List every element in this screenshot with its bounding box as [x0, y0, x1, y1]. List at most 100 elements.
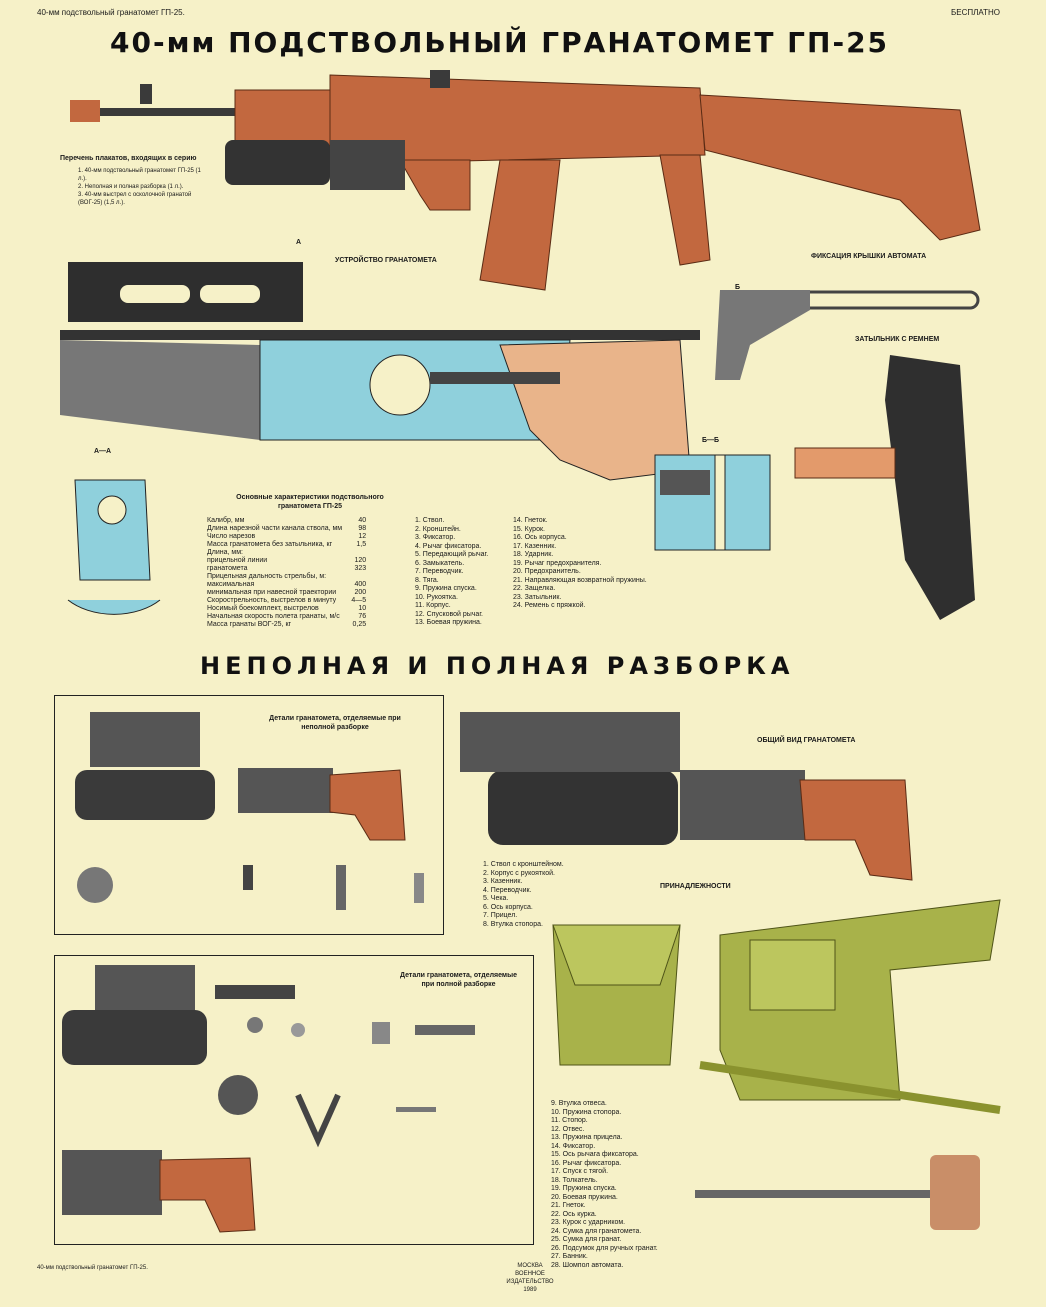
specs-heading: Основные характеристики подствольного гр… [236, 494, 384, 510]
top-left-caption: 40-мм подствольный гранатомет ГП-25. [37, 8, 185, 17]
legend-item: 21. Направляющая возвратной пружины. [513, 576, 647, 584]
legend-item: 19. Рычаг предохранителя. [513, 559, 602, 567]
specs-value: 400 [354, 581, 367, 588]
specs-value: 98 [358, 525, 367, 532]
legend-item: 10. Рукоятка. [415, 593, 458, 601]
legend-item: 15. Курок. [513, 525, 545, 533]
legend-item: 1. Ствол с кронштейном. [483, 861, 564, 868]
rifle-illustration [70, 70, 981, 291]
legend-item: 8. Втулка стопора. [483, 920, 543, 928]
parts-legend-a: 1. Ствол.2. Кронштейн.3. Фиксатор.4. Рыч… [415, 517, 488, 628]
legend-item: 19. Пружина спуска. [551, 1185, 617, 1192]
legend-item: 22. Защелка. [513, 585, 556, 592]
legend-item: 4. Переводчик. [483, 886, 532, 894]
specs-label: Длина нарезной части канала ствола, мм [207, 525, 343, 532]
series-item: 3. 40-мм выстрел с осколочной гранатой (… [78, 192, 192, 206]
disassembly-title: НЕПОЛНАЯ И ПОЛНАЯ РАЗБОРКА [200, 652, 795, 680]
legend-item: 14. Фиксатор. [551, 1142, 596, 1150]
legend-item: 4. Рычаг фиксатора. [415, 542, 482, 550]
legend-item: 16. Рычаг фиксатора. [551, 1159, 622, 1167]
legend-item: 16. Ось корпуса. [513, 534, 567, 541]
footer-city: МОСКВА [517, 1263, 543, 1269]
legend-item: 7. Переводчик. [415, 568, 464, 575]
series-item: 1. 40-мм подствольный гранатомет ГП-25 (… [78, 168, 201, 182]
specs-label: Начальная скорость полета гранаты, м/с [207, 613, 340, 620]
legend-item: 8. Тяга. [415, 576, 439, 584]
specs-label: Масса гранатомета без затыльника, кг [207, 541, 333, 548]
page-title: 40-мм ПОДСТВОЛЬНЫЙ ГРАНАТОМЕТ ГП-25 [110, 26, 890, 59]
legend-item: 20. Предохранитель. [513, 568, 581, 575]
specs-value: 1,5 [356, 541, 367, 548]
legend-item: 22. Ось курка. [551, 1210, 597, 1218]
legend-item: 11. Корпус. [415, 602, 451, 609]
general-legend: 1. Ствол с кронштейном.2. Корпус с рукоя… [483, 861, 564, 929]
legend-item: 17. Спуск с тягой. [551, 1168, 609, 1175]
legend-item: 5. Передающий рычаг. [415, 551, 489, 558]
legend-item: 10. Пружина стопора. [551, 1108, 622, 1116]
legend-item: 3. Казенник. [483, 878, 523, 885]
legend-item: 18. Ударник. [513, 551, 554, 558]
legend-item: 2. Корпус с рукояткой. [483, 869, 555, 877]
general-view-heading: ОБЩИЙ ВИД ГРАНАТОМЕТА [757, 737, 856, 744]
legend-item: 28. Шомпол автомата. [551, 1261, 624, 1269]
legend-item: 1. Ствол. [415, 517, 445, 524]
footer-center: МОСКВА ВОЕННОЕ ИЗДАТЕЛЬСТВО 1989 [500, 1262, 560, 1294]
legend-item: 23. Затыльник. [513, 593, 562, 601]
specs-label: прицельной линии [207, 557, 268, 564]
specs-row: Начальная скорость полета гранаты, м/с 76 [205, 613, 368, 621]
legend-item: 2. Кронштейн. [415, 525, 461, 533]
section-bb-label: Б—Б [702, 437, 720, 444]
legend-item: 27. Банник. [551, 1253, 588, 1260]
legend-item: 6. Замыкатель. [415, 559, 465, 567]
specs-value: 40 [358, 517, 367, 524]
lid-fix-heading: ФИКСАЦИЯ КРЫШКИ АВТОМАТА [811, 253, 927, 260]
footer-year: 1989 [523, 1287, 537, 1293]
full-disassembly-frame [54, 955, 534, 1245]
specs-label: Число нарезов [207, 533, 256, 540]
specs-row: Масса гранатомета без затыльника, кг 1,5 [205, 541, 368, 549]
specs-label: Масса гранаты ВОГ-25, кг [207, 621, 292, 628]
series-heading: Перечень плакатов, входящих в серию [60, 155, 197, 162]
specs-row: Масса гранаты ВОГ-25, кг 0,25 [205, 621, 368, 629]
specs-label: минимальная при навесной траектории [207, 589, 337, 596]
device-heading: УСТРОЙСТВО ГРАНАТОМЕТА [335, 257, 437, 264]
specs-value: 12 [358, 533, 367, 540]
parts-legend-b: 14. Гнеток.15. Курок.16. Ось корпуса.17.… [513, 517, 647, 611]
section-a-mark: А [296, 239, 302, 246]
specs-row: Длина нарезной части канала ствола, мм 98 [205, 525, 368, 533]
legend-item: 13. Пружина прицела. [551, 1134, 623, 1141]
legend-item: 24. Ремень с пряжкой. [513, 602, 586, 609]
legend-item: 12. Отвес. [551, 1125, 585, 1133]
legend-item: 17. Казенник. [513, 542, 557, 550]
cross-section-drawing [60, 262, 980, 620]
specs-value: 200 [354, 589, 367, 596]
legend-item: 3. Фиксатор. [415, 534, 456, 541]
specs-value: 323 [354, 565, 367, 572]
partial-parts-heading: Детали гранатомета, отделяемые при непол… [269, 715, 401, 731]
legend-item: 21. Гнеток. [551, 1202, 586, 1209]
accessories-legend: 9. Втулка отвеса.10. Пружина стопора.11.… [551, 1100, 658, 1270]
legend-item: 14. Гнеток. [513, 517, 548, 524]
legend-item: 6. Ось корпуса. [483, 903, 533, 911]
specs-label: максимальная [207, 581, 255, 588]
partial-disassembly-frame [54, 695, 444, 935]
legend-item: 18. Толкатель. [551, 1176, 598, 1184]
specs-row: максимальная 400 [205, 581, 368, 589]
legend-item: 9. Пружина спуска. [415, 585, 477, 592]
specs-row: минимальная при навесной траектории 200 [205, 589, 368, 597]
specs-value: 0,25 [352, 621, 367, 628]
specs-value: 76 [358, 613, 367, 620]
legend-item: 12. Спусковой рычаг. [415, 610, 483, 618]
legend-item: 11. Стопор. [551, 1117, 588, 1124]
specs-label: Длина, мм: [207, 549, 243, 556]
specs-row: Прицельная дальность стрельбы, м: [205, 573, 368, 581]
legend-item: 13. Боевая пружина. [415, 619, 482, 626]
legend-item: 15. Ось рычага фиксатора. [551, 1151, 639, 1158]
specs-row: Длина, мм: [205, 549, 368, 557]
